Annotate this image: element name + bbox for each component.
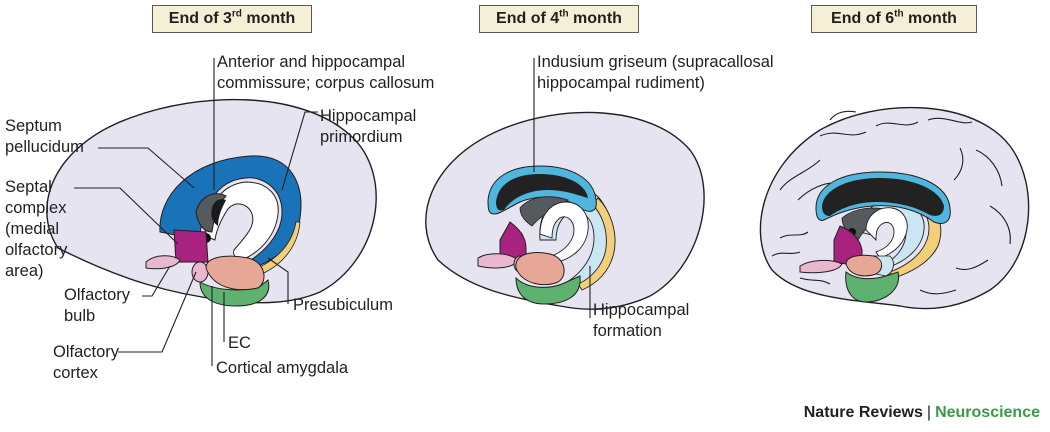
label-anterior-hippocampal-commissure: Anterior and hippocampal commissure; cor…	[217, 53, 435, 92]
inner-white-space	[865, 207, 908, 259]
label-presubiculum: Presubiculum	[293, 296, 393, 314]
label-septum-pellucidum: Septum pellucidum	[5, 117, 84, 156]
entorhinal-cortex-region	[515, 275, 581, 305]
credit-separator: |	[926, 404, 932, 421]
journal-section: Neuroscience	[935, 404, 1040, 421]
leader-lines-panel-1	[74, 58, 318, 366]
panel-title-6th-month: End of 6th month	[811, 5, 977, 33]
label-septal-complex: Septal complex (medial olfactory area)	[5, 178, 68, 280]
label-hippocampal-primordium: Hippocampal primordium	[320, 107, 417, 146]
journal-name: Nature Reviews	[803, 404, 923, 421]
brain-4th-month	[425, 111, 705, 310]
label-ec: EC	[228, 334, 251, 352]
sulci	[771, 110, 1011, 295]
label-olfactory-bulb: Olfactory bulb	[64, 286, 131, 325]
entorhinal-cortex-region	[845, 271, 900, 303]
amygdala-region	[515, 252, 565, 286]
amygdala-region	[205, 255, 265, 291]
olfactory-cortex-region	[191, 261, 209, 283]
corpus-callosum-region	[822, 178, 944, 216]
septal-complex-region	[173, 229, 209, 263]
entorhinal-cortex-region	[199, 279, 270, 307]
panel-title-3rd-month: End of 3rd month	[152, 5, 312, 33]
olfactory-bulb-region	[799, 259, 843, 274]
label-cortical-amygdala: Cortical amygdala	[216, 359, 349, 377]
label-indusium-griseum: Indusium griseum (supracallosal hippocam…	[537, 53, 774, 92]
corpus-callosum-region	[496, 174, 588, 211]
olfactory-bulb-region	[145, 255, 181, 270]
panel-title-4th-month: End of 4th month	[479, 5, 639, 33]
journal-credit: Nature Reviews|Neuroscience	[804, 404, 1040, 422]
label-hippocampal-formation: Hippocampal formation	[593, 301, 690, 340]
brain-6th-month	[759, 106, 1030, 310]
leader-lines-panel-2	[533, 58, 591, 318]
label-olfactory-cortex: Olfactory cortex	[53, 343, 120, 382]
